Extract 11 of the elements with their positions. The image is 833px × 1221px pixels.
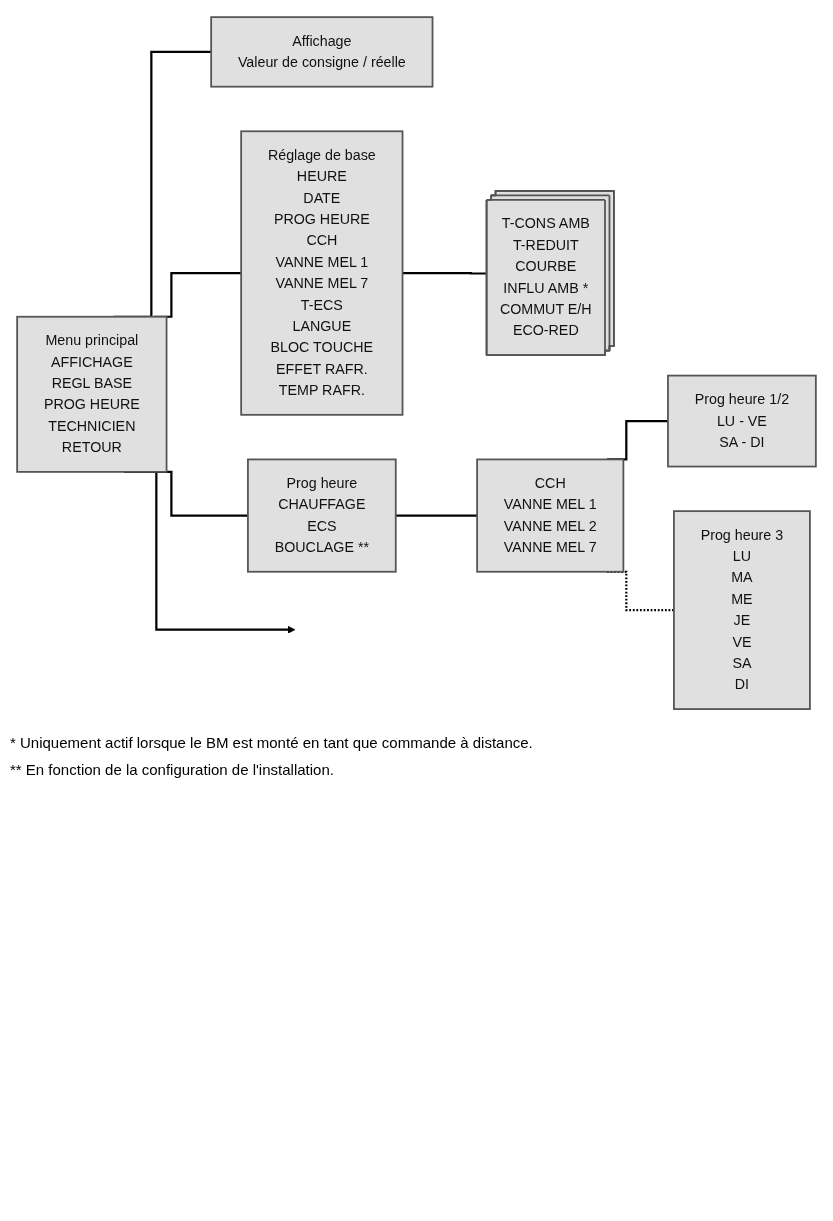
node-box: Prog heure 3 LU MA ME JE VE SA DI (673, 510, 811, 710)
connector (402, 271, 487, 275)
footnote: ** En fonction de la configuration de l'installation. (10, 760, 335, 781)
node-box: CCH VANNE MEL 1 VANNE MEL 2 VANNE MEL 7 (476, 458, 625, 573)
node-box: Prog heure CHAUFFAGE ECS BOUCLAGE ** (247, 458, 397, 573)
node-box: Réglage de base HEURE DATE PROG HEURE CCH VANNE MEL 1 VANNE MEL 7 T-ECS LANGUE BLOC TOUCHE EFFET RAFR. TEMP RAFR. (240, 130, 404, 416)
node-box: Prog heure 1/2 LU - VE SA - DI (667, 374, 817, 468)
connector (395, 514, 478, 517)
node-box: Menu principal AFFICHAGE REGL BASE PROG HEURE TECHNICIEN RETOUR (16, 315, 168, 473)
node-box: Affichage Valeur de consigne / réelle (210, 16, 434, 88)
footnote: * Uniquement actif lorsque le BM est monté en tant que commande à distance. (10, 733, 534, 754)
